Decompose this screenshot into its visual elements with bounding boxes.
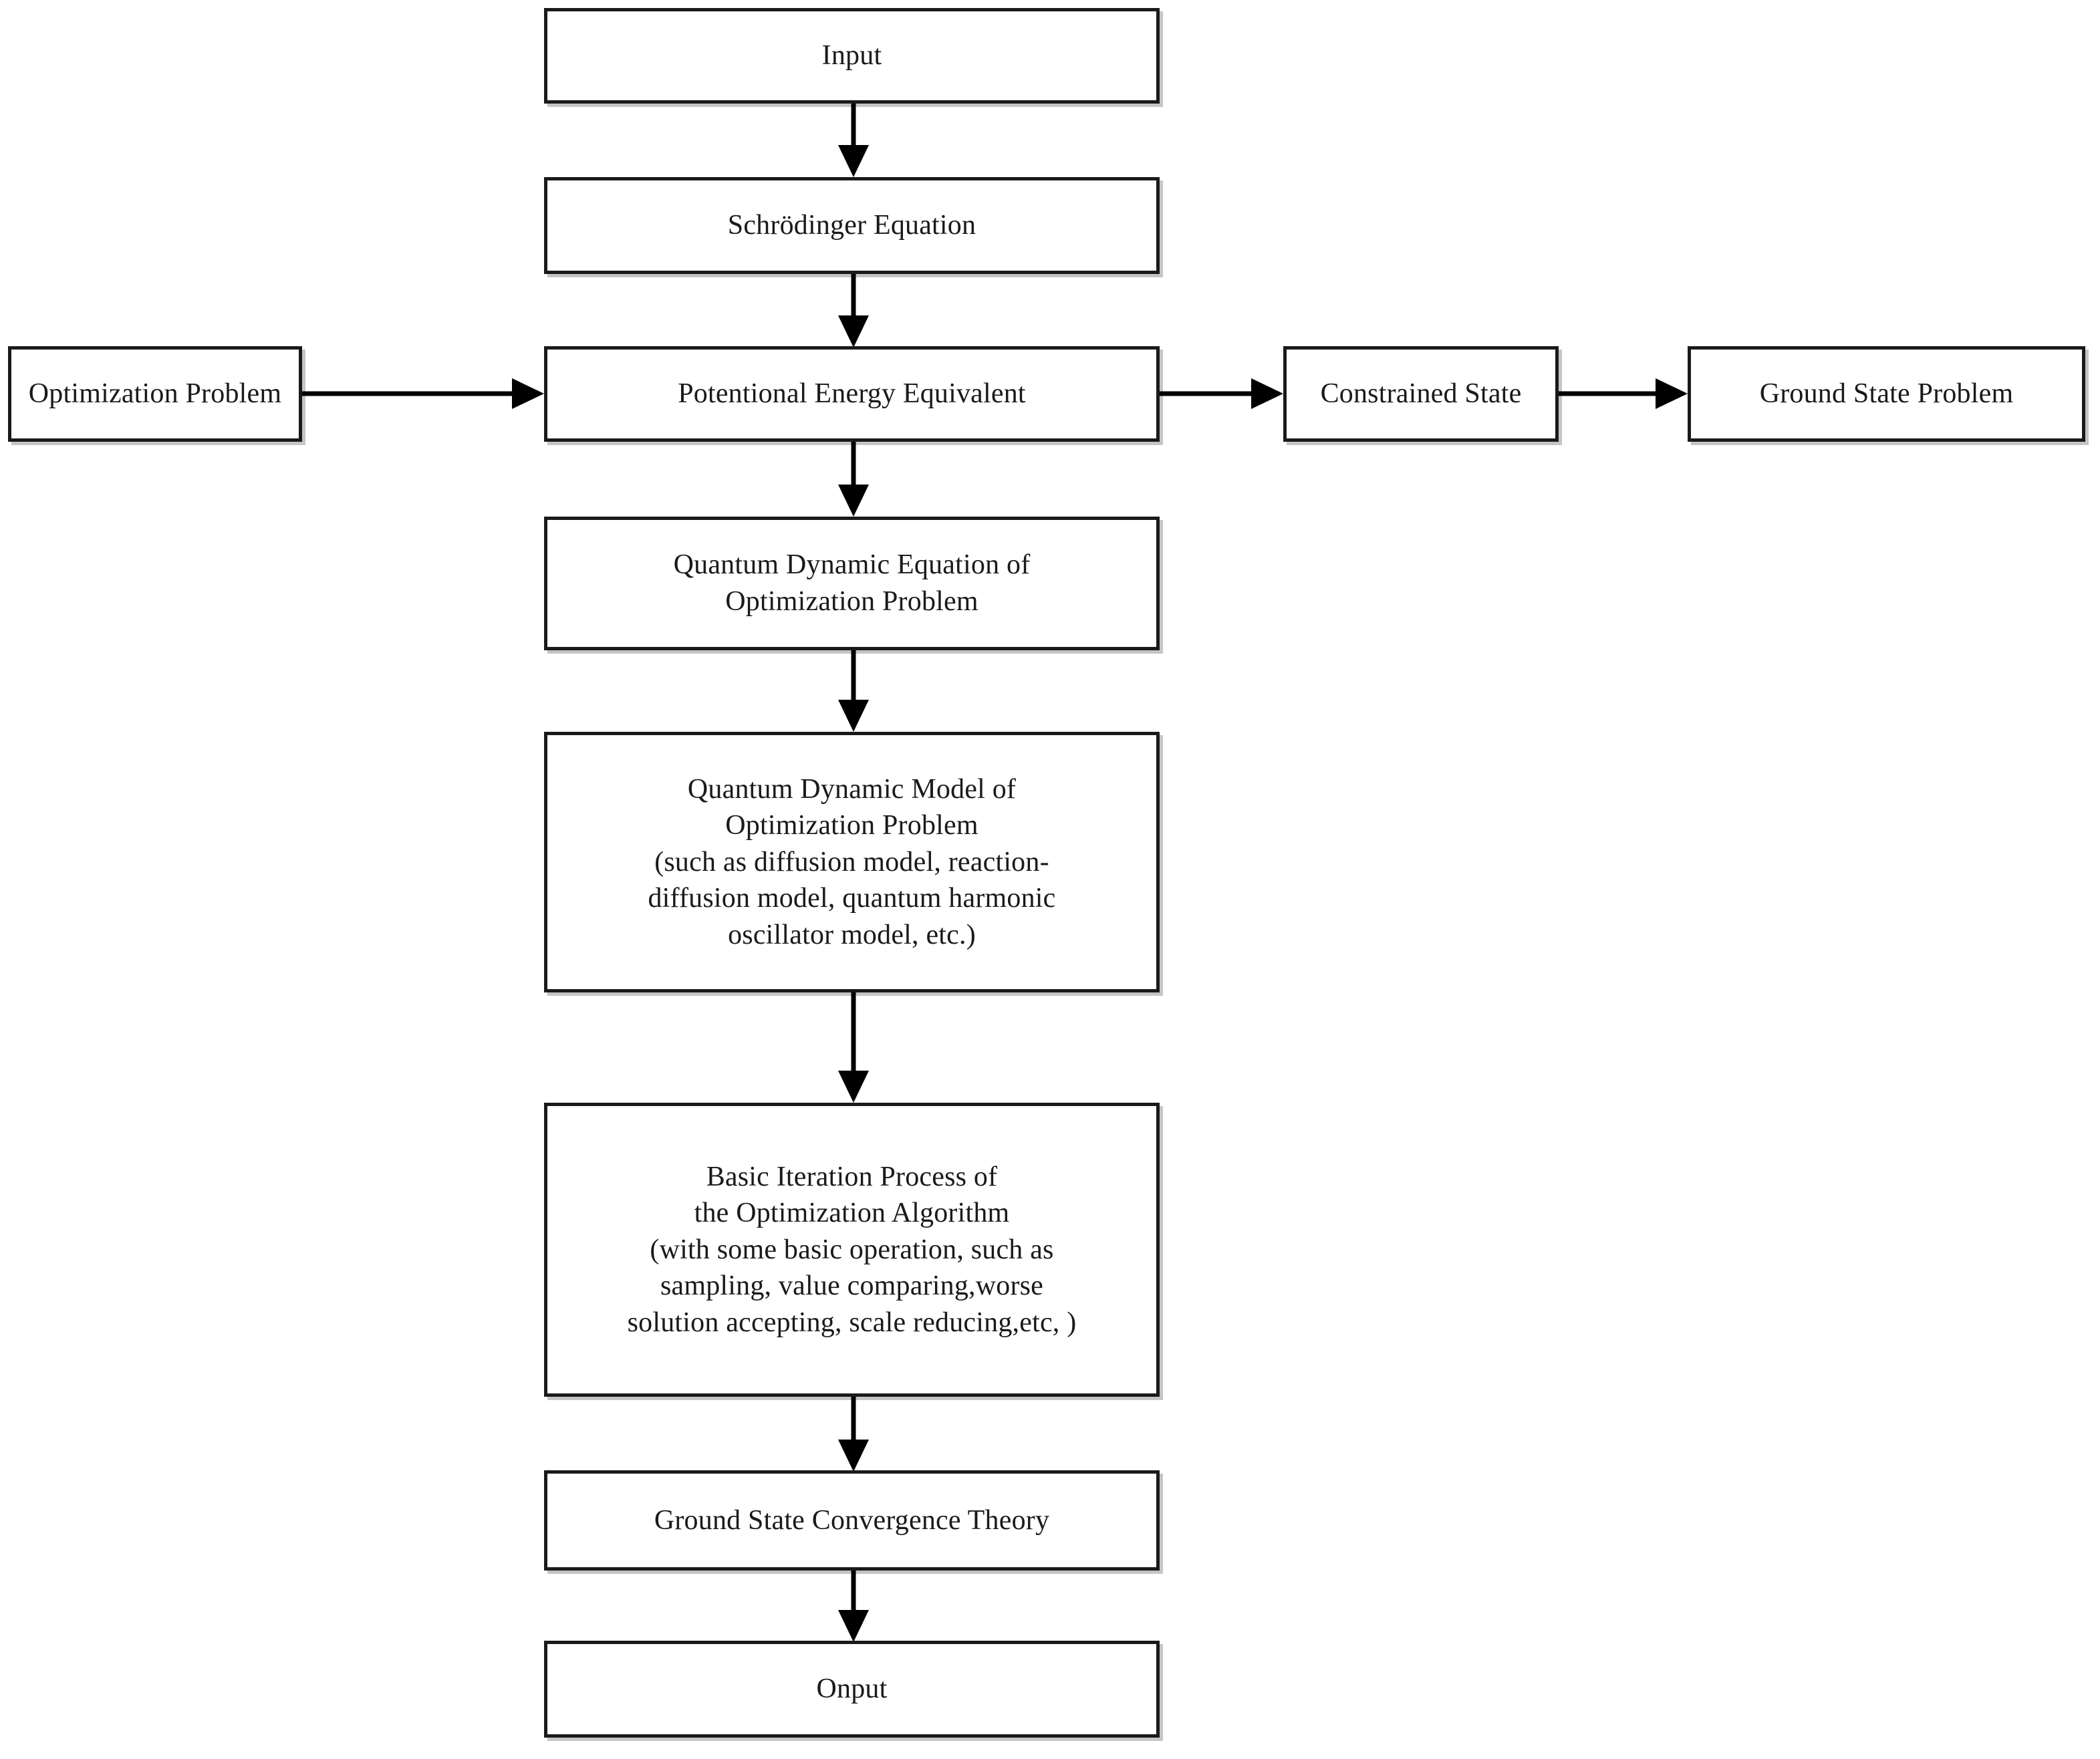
edge-optimization-to-potential	[302, 378, 544, 409]
node-quantum-dynamic-model-label: Quantum Dynamic Model of Optimization Pr…	[648, 773, 1056, 950]
node-output-label: Onput	[816, 1673, 888, 1705]
node-basic-iteration-process[interactable]: Basic Iteration Process of the Optimizat…	[544, 1103, 1160, 1397]
node-quantum-dynamic-equation[interactable]: Quantum Dynamic Equation of Optimization…	[544, 517, 1160, 650]
node-schrodinger-equation-label: Schrödinger Equation	[727, 210, 976, 241]
arrowhead-down-icon	[838, 700, 869, 732]
arrowhead-right-icon	[1656, 378, 1688, 409]
node-ground-state-problem-label: Ground State Problem	[1759, 378, 2014, 410]
node-basic-iteration-process-label: Basic Iteration Process of the Optimizat…	[627, 1161, 1077, 1338]
node-potential-energy-equivalent-label: Potentional Energy Equivalent	[678, 378, 1026, 410]
edge-stem	[851, 104, 856, 145]
node-ground-state-convergence-theory[interactable]: Ground State Convergence Theory	[544, 1470, 1160, 1571]
edge-input-to-schrodinger	[838, 104, 869, 177]
edge-model-to-iteration	[838, 992, 869, 1103]
node-constrained-state[interactable]: Constrained State	[1283, 346, 1559, 442]
edge-iteration-to-convergence	[838, 1397, 869, 1472]
arrowhead-down-icon	[838, 485, 869, 517]
arrowhead-down-icon	[838, 145, 869, 177]
node-quantum-dynamic-model[interactable]: Quantum Dynamic Model of Optimization Pr…	[544, 732, 1160, 992]
edge-convergence-to-output	[838, 1571, 869, 1642]
node-constrained-state-label: Constrained State	[1320, 378, 1522, 410]
node-optimization-problem-label: Optimization Problem	[28, 378, 282, 410]
arrowhead-down-icon	[838, 1440, 869, 1472]
node-output[interactable]: Onput	[544, 1641, 1160, 1738]
node-quantum-dynamic-equation-label: Quantum Dynamic Equation of Optimization…	[673, 549, 1031, 617]
node-schrodinger-equation[interactable]: Schrödinger Equation	[544, 177, 1160, 274]
node-input[interactable]: Input	[544, 8, 1160, 104]
node-ground-state-problem[interactable]: Ground State Problem	[1688, 346, 2085, 442]
arrowhead-down-icon	[838, 315, 869, 348]
node-input-label: Input	[821, 40, 882, 72]
edge-stem	[851, 274, 856, 315]
edge-stem	[851, 1571, 856, 1610]
arrowhead-right-icon	[1251, 378, 1283, 409]
node-potential-energy-equivalent[interactable]: Potentional Energy Equivalent	[544, 346, 1160, 442]
edge-quantum-equation-to-model	[838, 650, 869, 732]
node-optimization-problem[interactable]: Optimization Problem	[8, 346, 302, 442]
arrowhead-down-icon	[838, 1610, 869, 1642]
edge-stem	[851, 442, 856, 485]
edge-stem	[851, 1397, 856, 1440]
edge-stem	[302, 391, 512, 396]
edge-stem	[1160, 391, 1251, 396]
edge-schrodinger-to-potential	[838, 274, 869, 348]
edge-stem	[851, 650, 856, 700]
edge-potential-to-constrained	[1160, 378, 1283, 409]
edge-constrained-to-ground-state	[1559, 378, 1688, 409]
arrowhead-down-icon	[838, 1071, 869, 1103]
edge-stem	[851, 992, 856, 1071]
arrowhead-right-icon	[512, 378, 544, 409]
node-ground-state-convergence-theory-label: Ground State Convergence Theory	[654, 1504, 1050, 1536]
edge-stem	[1559, 391, 1656, 396]
edge-potential-to-quantum-equation	[838, 442, 869, 517]
